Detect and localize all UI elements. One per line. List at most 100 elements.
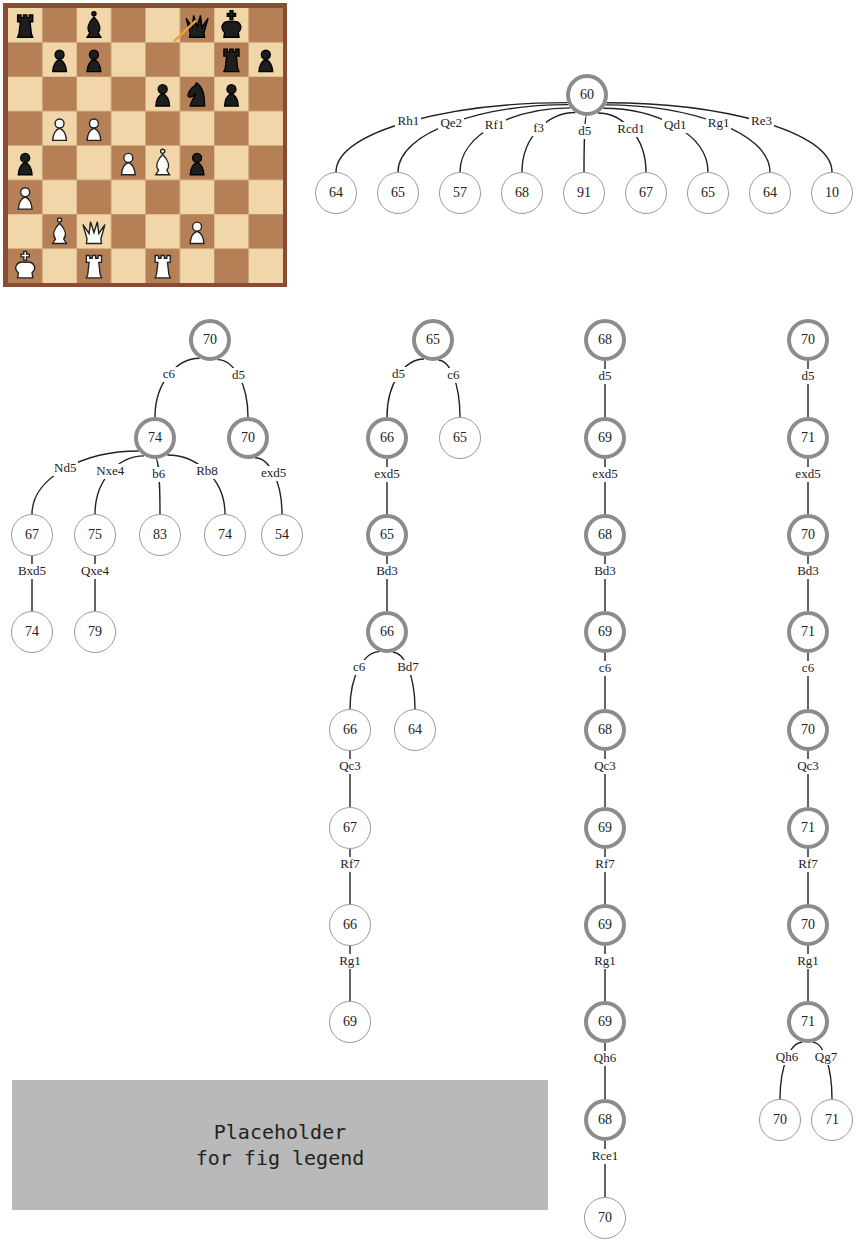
move-edge [218,360,248,417]
score-text: 54 [275,528,289,542]
eval-node: 10 [811,172,853,214]
eval-node: 67 [329,807,371,849]
score-text: 68 [598,723,612,737]
piece [53,218,67,243]
piece [87,50,101,71]
eval-node: 65 [377,172,419,214]
piece [156,85,170,106]
piece [259,50,273,71]
score-text: 65 [701,186,715,200]
move-label: c6 [351,660,367,675]
score-text: 68 [598,528,612,542]
move-edge [336,103,567,172]
move-label: c6 [445,368,461,383]
eval-node: 71 [787,417,829,459]
eval-node: 66 [329,709,371,751]
score-text: 91 [577,186,591,200]
eval-node: 70 [787,319,829,361]
eval-node: 65 [439,417,481,459]
move-edge [95,456,144,514]
eval-node: 60 [566,74,608,116]
move-edge [603,108,708,172]
score-text: 60 [580,88,594,102]
piece [53,119,67,140]
piece [190,153,204,174]
eval-node: 57 [439,172,481,214]
score-text: 71 [801,821,815,835]
move-label: exd5 [372,467,401,482]
move-label: Bxd5 [16,564,48,579]
score-text: 64 [408,723,422,737]
move-arrow [175,21,196,41]
move-label: Rf7 [593,857,617,872]
eval-node: 91 [563,172,605,214]
move-label: Bd3 [592,564,618,579]
eval-node: 70 [189,319,231,361]
move-label: Qc3 [592,759,618,774]
move-label: Rg1 [795,954,821,969]
move-label: Qc3 [337,759,363,774]
move-label: Nxe4 [94,464,126,479]
score-text: 70 [203,333,217,347]
move-label: Rg1 [592,954,618,969]
score-text: 71 [801,625,815,639]
score-text: 70 [801,918,815,932]
score-text: 70 [801,528,815,542]
score-text: 69 [343,1015,357,1029]
eval-node: 74 [11,611,53,653]
move-label: Rg1 [706,116,732,131]
piece [155,256,170,278]
eval-node: 70 [759,1099,801,1141]
eval-node: 71 [811,1099,853,1141]
placeholder-text: Placeholder for fig legend [194,1119,366,1171]
move-label: Qg7 [813,1050,839,1065]
piece [222,11,241,37]
move-label: Rb8 [194,464,220,479]
score-text: 66 [343,918,357,932]
eval-node: 64 [749,172,791,214]
score-text: 10 [825,186,839,200]
score-text: 83 [153,528,167,542]
move-label: c6 [161,367,177,382]
piece [121,153,135,174]
move-label: Rh1 [395,114,421,129]
piece [224,49,239,71]
eval-node: 68 [584,319,626,361]
score-text: 66 [380,431,394,445]
move-edge [606,103,832,172]
eval-node: 70 [787,514,829,556]
score-text: 74 [218,528,232,542]
score-text: 71 [825,1113,839,1127]
piece [18,153,32,174]
move-label: c6 [800,661,816,676]
score-text: 68 [515,186,529,200]
eval-node: 68 [584,1099,626,1141]
score-text: 79 [88,625,102,639]
eval-node: 69 [584,611,626,653]
eval-node: 74 [204,514,246,556]
move-label: d5 [800,369,817,384]
eval-node: 66 [366,417,408,459]
move-edge [155,358,200,417]
eval-node: 79 [74,611,116,653]
eval-node: 71 [787,807,829,849]
score-text: 70 [773,1113,787,1127]
eval-node: 65 [412,319,454,361]
eval-node: 70 [584,1197,626,1239]
move-label: Re3 [749,114,774,129]
move-label: exd5 [793,467,822,482]
move-label: Qc3 [795,759,821,774]
move-label: d5 [230,368,247,383]
piece [190,222,204,243]
eval-node: 66 [366,611,408,653]
score-text: 69 [598,1015,612,1029]
move-label: Rcd1 [615,122,646,137]
move-edge [32,451,139,514]
score-text: 64 [763,186,777,200]
score-text: 71 [801,1015,815,1029]
move-label: Bd3 [795,564,821,579]
score-text: 70 [801,723,815,737]
score-text: 69 [598,625,612,639]
eval-node: 83 [139,514,181,556]
